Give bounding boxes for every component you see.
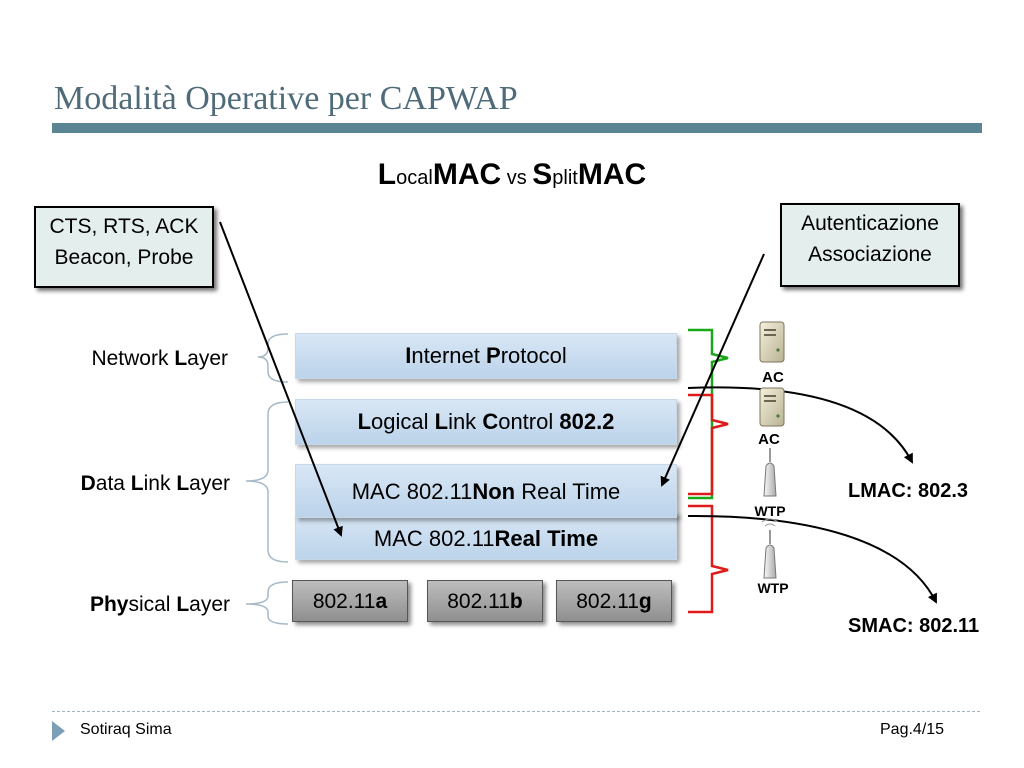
ac-server-icon-2 [759, 387, 785, 427]
subtitle-split-initial: S [532, 158, 553, 191]
lmac-label: LMAC: 802.3 [848, 480, 969, 502]
title-underline [52, 123, 982, 133]
datalink-layer-label: Data Link Layer [80, 472, 230, 495]
mac-non-real-time-box: MAC 802.11Non Real Time [295, 464, 677, 518]
ac-server-icon-1 [759, 321, 785, 363]
callout-right: Autenticazione Associazione [780, 203, 960, 287]
network-layer-label: Network Layer [91, 347, 228, 370]
mac-real-time-box: MAC 802.11Real Time [295, 512, 677, 560]
page-title: Modalità Operative per CAPWAP [54, 80, 518, 117]
wtp-antenna-icon-1 [763, 448, 777, 497]
smac-label: SMAC: 802.11 [848, 615, 980, 637]
ac-label-2: AC [758, 431, 780, 448]
ac-label-1: AC [762, 369, 784, 386]
slide-subtitle: LocalMAC vs SplitMAC [0, 158, 1024, 192]
lmac-bracket [688, 328, 729, 500]
footer-author: Sotiraq Sima [80, 721, 172, 738]
subtitle-local-initial: L [377, 158, 397, 191]
callout-left-line-1: CTS, RTS, ACK [49, 215, 199, 238]
physical-layer-brace [245, 581, 289, 625]
footer-page-number: Pag.4/15 [880, 721, 945, 738]
network-layer-brace [257, 333, 289, 383]
subtitle-local-mac: MAC [432, 158, 502, 191]
smac-bracket [688, 393, 729, 496]
phy-box-80211b: 802.11b [427, 580, 543, 622]
callout-right-line-2: Associazione [808, 243, 932, 266]
footer-divider [52, 711, 980, 712]
subtitle-vs: vs [501, 167, 533, 189]
subtitle-local-rest: ocal [396, 167, 433, 189]
wtp-label-1: WTP [754, 503, 786, 519]
smac-bracket-lower [688, 504, 729, 614]
footer-bullet-icon [52, 721, 65, 741]
lmac-curve-arrow [687, 386, 913, 464]
callout-right-line-1: Autenticazione [801, 212, 939, 235]
smac-curve-arrow [687, 514, 937, 604]
wtp-antenna-icon-2 [761, 518, 779, 579]
internet-protocol-box: Internet Protocol [295, 333, 677, 379]
callout-left: CTS, RTS, ACK Beacon, Probe [34, 206, 214, 288]
callout-left-line-2: Beacon, Probe [54, 246, 194, 269]
left-callout-arrow [219, 221, 343, 537]
right-callout-arrow [660, 253, 765, 487]
physical-layer-label: Physical Layer [89, 593, 230, 616]
logical-link-control-box: Logical Link Control 802.2 [295, 399, 677, 445]
phy-box-80211g: 802.11g [556, 580, 672, 622]
subtitle-split-mac: MAC [577, 158, 647, 191]
phy-box-80211a: 802.11a [292, 580, 408, 622]
subtitle-split-rest: plit [552, 167, 578, 189]
wtp-label-2: WTP [757, 580, 789, 596]
datalink-layer-brace [245, 401, 289, 563]
